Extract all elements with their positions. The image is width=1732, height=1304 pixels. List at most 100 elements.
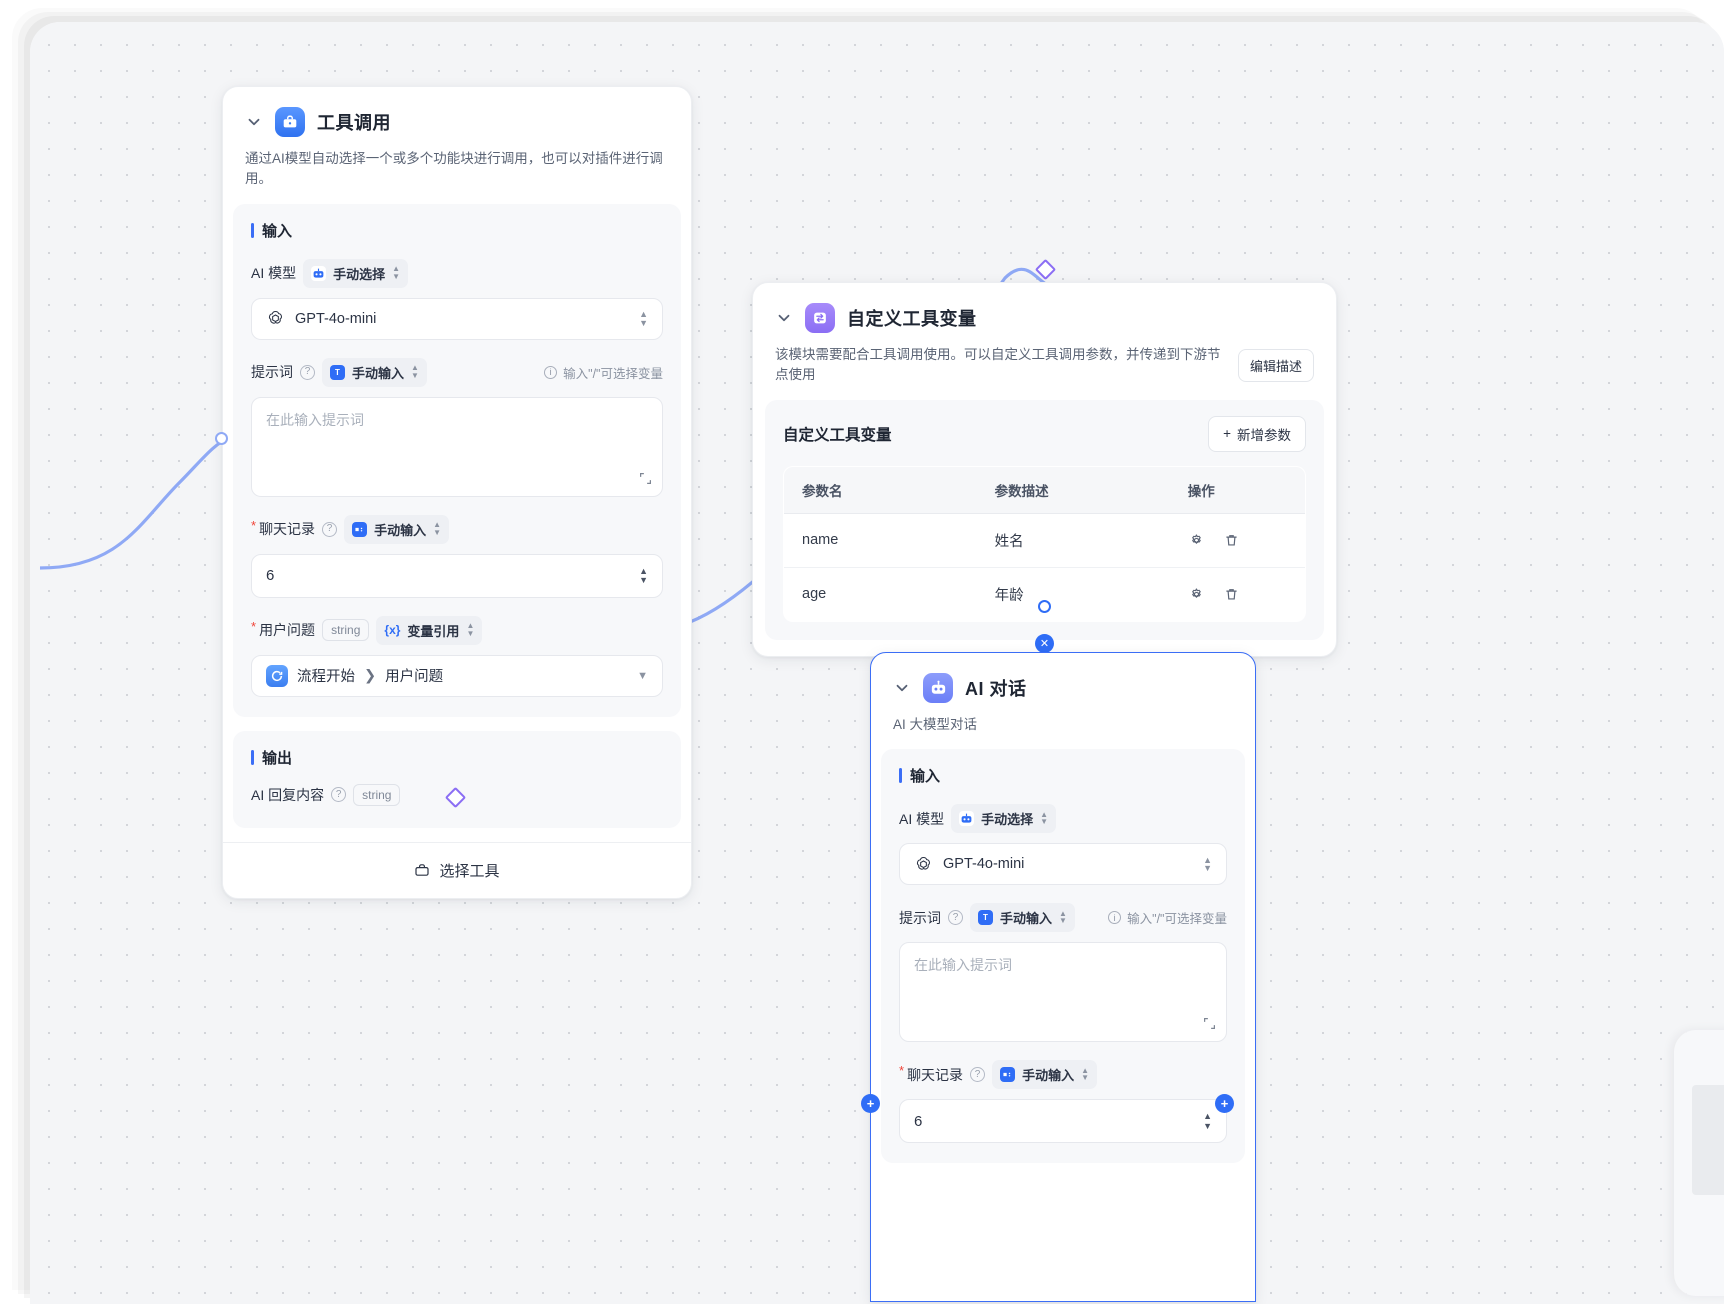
port-tool-call-input[interactable] (215, 432, 228, 445)
output-section: 输出 AI 回复内容 ? string (233, 730, 681, 828)
chevron-updown-icon: ▲▼ (392, 264, 401, 281)
question-label: 用户问题 (259, 622, 316, 638)
input-section-title: 输入 (251, 220, 663, 241)
history-mode-text: 手动输入 (374, 522, 427, 538)
node-ai-chat[interactable]: AI 对话 AI 大模型对话 输入 AI 模型 手动选择 ▲▼ (870, 652, 1256, 1302)
node-description: 该模块需要配合工具调用使用。可以自定义工具调用参数，并传递到下游节点使用 (775, 347, 1221, 383)
field-model: AI 模型 手动选择 ▲▼ GPT-4o-mini ▲▼ (899, 804, 1227, 886)
node-title: 工具调用 (317, 113, 391, 133)
prompt-hint: i 输入"/"可选择变量 (1108, 908, 1227, 927)
help-icon[interactable]: ? (948, 910, 963, 926)
question-variable-select[interactable]: 流程开始 ❯ 用户问题 ▼ (251, 654, 663, 697)
history-mode-select[interactable]: 手动输入 ▲▼ (992, 1060, 1097, 1090)
add-node-right-button[interactable]: + (1215, 1094, 1234, 1113)
required-marker: * (251, 618, 257, 634)
output-label: AI 回复内容 (251, 786, 325, 803)
app-window: 工具调用 通过AI模型自动选择一个或多个功能块进行调用，也可以对插件进行调用。 … (30, 22, 1724, 1304)
field-history: * 聊天记录 ? 手动输入 ▲▼ 6 ▲▼ (251, 514, 663, 598)
input-section: 输入 AI 模型 手动选择 ▲▼ GPT-4o (881, 749, 1245, 1164)
required-marker: * (899, 1063, 905, 1079)
settings-icon[interactable] (1188, 532, 1205, 549)
help-icon[interactable]: ? (331, 787, 347, 802)
settings-icon[interactable] (1188, 586, 1205, 603)
history-number-input[interactable]: 6 ▲▼ (251, 553, 663, 598)
input-section-title: 输入 (899, 765, 1227, 786)
node-tool-call[interactable]: 工具调用 通过AI模型自动选择一个或多个功能块进行调用，也可以对插件进行调用。 … (222, 86, 692, 899)
help-icon[interactable]: ? (300, 364, 315, 380)
question-mode-text: 变量引用 (407, 623, 460, 639)
history-label: 聊天记录 (259, 521, 316, 537)
params-table: 参数名 参数描述 操作 name 姓名 (783, 465, 1306, 622)
prompt-placeholder: 在此输入提示词 (266, 411, 364, 428)
add-param-button[interactable]: + 新增参数 (1208, 415, 1306, 452)
question-type-tag: string (322, 619, 370, 641)
prompt-hint: i 输入"/"可选择变量 (544, 363, 663, 382)
history-mode-select[interactable]: 手动输入 ▲▼ (344, 514, 449, 544)
text-icon: T (978, 910, 993, 926)
model-select[interactable]: GPT-4o-mini ▲▼ (251, 297, 663, 340)
prompt-placeholder: 在此输入提示词 (914, 957, 1012, 974)
number-stepper[interactable]: ▲▼ (639, 565, 648, 585)
question-ref-node: 流程开始 (297, 669, 355, 685)
chevron-updown-icon[interactable]: ▲▼ (639, 309, 648, 328)
expand-icon[interactable] (1203, 1017, 1216, 1033)
chevron-down-icon[interactable] (775, 309, 793, 327)
add-node-left-button[interactable]: + (861, 1094, 880, 1113)
prompt-mode-select[interactable]: T 手动输入 ▲▼ (322, 357, 427, 387)
param-name: age (802, 586, 827, 602)
prompt-mode-text: 手动输入 (352, 365, 405, 381)
expand-icon[interactable] (639, 472, 652, 488)
model-value: GPT-4o-mini (295, 310, 377, 327)
model-select[interactable]: GPT-4o-mini ▲▼ (899, 843, 1227, 886)
prompt-mode-select[interactable]: T 手动输入 ▲▼ (970, 903, 1075, 933)
toolbox-icon (275, 107, 305, 137)
help-icon[interactable]: ? (970, 1067, 986, 1083)
chevron-down-icon[interactable] (893, 679, 911, 697)
trash-icon[interactable] (1223, 586, 1240, 603)
chevron-updown-icon: ▲▼ (1059, 908, 1067, 926)
openai-icon (266, 309, 285, 328)
table-header-row: 参数名 参数描述 操作 (784, 466, 1305, 514)
node-description: 通过AI模型自动选择一个或多个功能块进行调用，也可以对插件进行调用。 (245, 151, 663, 187)
side-panel-peek[interactable] (1674, 1030, 1724, 1296)
edit-description-button[interactable]: 编辑描述 (1237, 348, 1314, 382)
info-icon: i (544, 365, 558, 379)
model-label: AI 模型 (251, 265, 297, 281)
port-custom-var-output[interactable] (1038, 600, 1051, 613)
select-tool-button[interactable]: 选择工具 (223, 841, 691, 898)
node-custom-tool-var[interactable]: 自定义工具变量 该模块需要配合工具调用使用。可以自定义工具调用参数，并传递到下游… (752, 282, 1337, 657)
prompt-label: 提示词 (899, 909, 941, 926)
history-label: 聊天记录 (907, 1066, 964, 1083)
chevron-updown-icon: ▲▼ (433, 520, 441, 537)
model-mode-select[interactable]: 手动选择 ▲▼ (303, 258, 409, 288)
node-title: AI 对话 (965, 679, 1027, 699)
col-param-desc: 参数描述 (976, 466, 1170, 514)
output-type-tag: string (353, 783, 401, 806)
chevron-updown-icon: ▲▼ (1081, 1065, 1089, 1083)
chevron-down-icon[interactable]: ▼ (637, 669, 648, 682)
model-mode-select[interactable]: 手动选择 ▲▼ (951, 804, 1057, 834)
help-icon[interactable]: ? (322, 521, 338, 537)
model-mode-text: 手动选择 (333, 266, 386, 282)
prompt-input[interactable]: 在此输入提示词 (251, 396, 663, 497)
field-prompt: 提示词 ? T 手动输入 ▲▼ i 输入"/"可选择变量 在此输入提示词 (899, 903, 1227, 1043)
node-custom-tool-var-header: 自定义工具变量 该模块需要配合工具调用使用。可以自定义工具调用参数，并传递到下游… (753, 283, 1336, 386)
prompt-input[interactable]: 在此输入提示词 (899, 942, 1227, 1043)
table-row: name 姓名 (784, 513, 1305, 568)
model-value: GPT-4o-mini (943, 856, 1025, 873)
chevron-down-icon[interactable] (245, 113, 263, 131)
trash-icon[interactable] (1223, 532, 1240, 549)
delete-edge-button[interactable]: ✕ (1035, 634, 1054, 653)
prompt-mode-text: 手动输入 (1000, 911, 1053, 927)
chevron-updown-icon[interactable]: ▲▼ (1203, 854, 1212, 874)
history-value: 6 (266, 567, 275, 584)
question-mode-select[interactable]: {x} 变量引用 ▲▼ (376, 615, 483, 645)
model-label: AI 模型 (899, 810, 945, 827)
flow-start-icon (266, 664, 288, 687)
history-number-input[interactable]: 6 ▲▼ (899, 1099, 1227, 1144)
param-desc: 姓名 (976, 513, 1170, 568)
number-stepper[interactable]: ▲▼ (1203, 1111, 1212, 1131)
node-title: 自定义工具变量 (847, 309, 977, 329)
custom-var-panel: 自定义工具变量 + 新增参数 参数名 参数描述 操作 name (765, 399, 1324, 640)
